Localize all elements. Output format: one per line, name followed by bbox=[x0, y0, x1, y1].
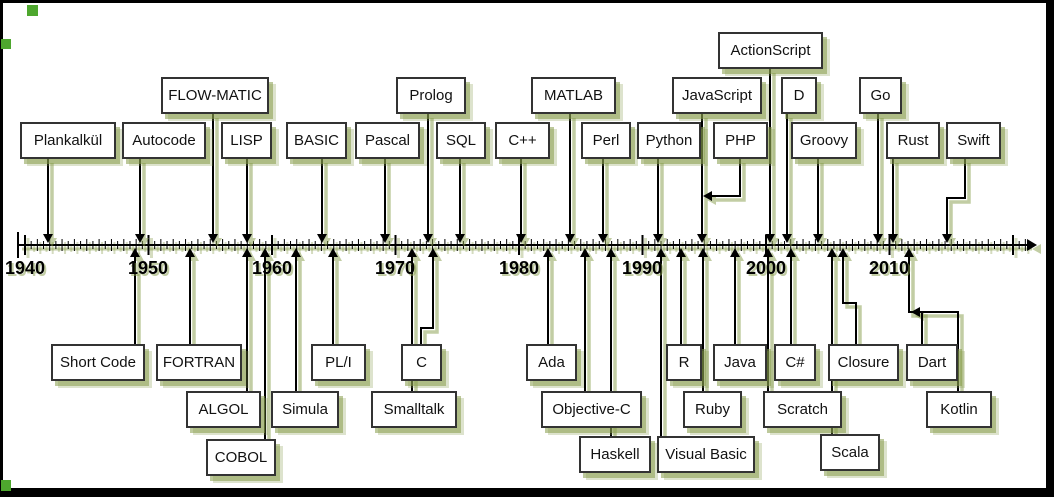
event-box-python: Python bbox=[637, 122, 701, 159]
event-box-java: Java bbox=[713, 344, 767, 381]
event-label-java: Java bbox=[724, 354, 756, 371]
event-box-haskell: Haskell bbox=[579, 436, 651, 473]
event-box-swift: Swift bbox=[946, 122, 1001, 159]
event-box-php: PHP bbox=[713, 122, 768, 159]
event-label-cpp: C++ bbox=[508, 132, 537, 149]
event-box-ada: Ada bbox=[526, 344, 577, 381]
event-label-short-code: Short Code bbox=[60, 354, 136, 371]
event-box-ruby: Ruby bbox=[683, 391, 742, 428]
decade-label-1990: 1990 bbox=[621, 258, 663, 278]
event-box-scala: Scala bbox=[820, 434, 880, 471]
frame-edge-right bbox=[1046, 0, 1054, 497]
event-label-perl: Perl bbox=[592, 132, 620, 149]
event-label-closure: Closure bbox=[837, 354, 890, 371]
decade-label-1950: 1950 bbox=[127, 258, 169, 278]
event-box-dart: Dart bbox=[906, 344, 958, 381]
event-label-swift: Swift bbox=[957, 132, 990, 149]
event-box-d: D bbox=[781, 77, 817, 114]
event-box-cpp: C++ bbox=[495, 122, 550, 159]
event-label-plankalkul: Plankalkül bbox=[33, 132, 103, 149]
event-label-go: Go bbox=[870, 87, 891, 104]
event-label-groovy: Groovy bbox=[799, 132, 849, 149]
event-label-python: Python bbox=[645, 132, 693, 149]
event-label-prolog: Prolog bbox=[409, 87, 453, 104]
event-box-objective-c: Objective-C bbox=[541, 391, 642, 428]
event-box-rust: Rust bbox=[886, 122, 940, 159]
event-label-flow-matic: FLOW-MATIC bbox=[168, 87, 262, 104]
event-label-ruby: Ruby bbox=[694, 401, 731, 418]
event-label-sql: SQL bbox=[445, 132, 476, 149]
event-label-simula: Simula bbox=[282, 401, 328, 418]
event-box-simula: Simula bbox=[271, 391, 339, 428]
event-label-visual-basic: Visual Basic bbox=[665, 446, 747, 463]
decade-label-1970: 1970 bbox=[374, 258, 416, 278]
event-box-closure: Closure bbox=[828, 344, 899, 381]
event-label-pli: PL/I bbox=[325, 354, 352, 371]
event-box-autocode: Autocode bbox=[122, 122, 206, 159]
green-square-artifact bbox=[27, 5, 38, 16]
event-box-basic: BASIC bbox=[286, 122, 347, 159]
event-label-haskell: Haskell bbox=[590, 446, 640, 463]
event-label-autocode: Autocode bbox=[132, 132, 196, 149]
event-box-kotlin: Kotlin bbox=[926, 391, 992, 428]
event-box-pascal: Pascal bbox=[355, 122, 420, 159]
event-label-csharp: C# bbox=[785, 354, 805, 371]
event-label-lisp: LISP bbox=[230, 132, 263, 149]
event-label-basic: BASIC bbox=[293, 132, 339, 149]
event-box-r: R bbox=[666, 344, 702, 381]
event-label-php: PHP bbox=[725, 132, 756, 149]
event-box-c: C bbox=[401, 344, 442, 381]
event-box-perl: Perl bbox=[581, 122, 631, 159]
event-box-visual-basic: Visual Basic bbox=[657, 436, 755, 473]
decade-label-2000: 2000 bbox=[745, 258, 787, 278]
event-label-fortran: FORTRAN bbox=[162, 354, 236, 371]
event-box-scratch: Scratch bbox=[763, 391, 842, 428]
event-box-groovy: Groovy bbox=[791, 122, 857, 159]
event-label-d: D bbox=[793, 87, 805, 104]
frame-edge-left bbox=[0, 0, 3, 497]
event-label-rust: Rust bbox=[897, 132, 929, 149]
event-box-actionscript: ActionScript bbox=[718, 32, 823, 69]
event-label-ada: Ada bbox=[538, 354, 565, 371]
event-box-csharp: C# bbox=[774, 344, 816, 381]
event-label-kotlin: Kotlin bbox=[940, 401, 978, 418]
event-box-prolog: Prolog bbox=[396, 77, 466, 114]
decade-label-2010: 2010 bbox=[868, 258, 910, 278]
decade-label-1940: 1940 bbox=[4, 258, 46, 278]
event-label-r: R bbox=[678, 354, 690, 371]
event-box-sql: SQL bbox=[436, 122, 486, 159]
frame-edge-bottom bbox=[0, 488, 1054, 497]
decade-label-1980: 1980 bbox=[498, 258, 540, 278]
event-box-cobol: COBOL bbox=[206, 439, 276, 476]
event-label-smalltalk: Smalltalk bbox=[383, 401, 445, 418]
event-label-objective-c: Objective-C bbox=[552, 401, 631, 418]
event-label-algol: ALGOL bbox=[198, 401, 249, 418]
event-box-go: Go bbox=[859, 77, 902, 114]
event-label-scratch: Scratch bbox=[777, 401, 828, 418]
frame-edge-top bbox=[0, 0, 1054, 3]
decade-label-1960: 1960 bbox=[251, 258, 293, 278]
event-box-javascript: JavaScript bbox=[672, 77, 762, 114]
event-box-matlab: MATLAB bbox=[531, 77, 616, 114]
event-label-javascript: JavaScript bbox=[681, 87, 753, 104]
event-box-smalltalk: Smalltalk bbox=[371, 391, 457, 428]
event-label-dart: Dart bbox=[917, 354, 947, 371]
event-box-fortran: FORTRAN bbox=[156, 344, 242, 381]
event-label-actionscript: ActionScript bbox=[730, 42, 811, 59]
event-box-algol: ALGOL bbox=[186, 391, 261, 428]
event-label-scala: Scala bbox=[831, 444, 869, 461]
event-box-plankalkul: Plankalkül bbox=[20, 122, 116, 159]
event-box-lisp: LISP bbox=[221, 122, 272, 159]
event-label-matlab: MATLAB bbox=[544, 87, 603, 104]
event-box-pli: PL/I bbox=[311, 344, 366, 381]
event-box-short-code: Short Code bbox=[51, 344, 145, 381]
green-square-artifact bbox=[1, 39, 11, 49]
event-label-c: C bbox=[416, 354, 427, 371]
event-label-pascal: Pascal bbox=[364, 132, 411, 149]
event-label-cobol: COBOL bbox=[214, 449, 268, 466]
green-square-artifact bbox=[1, 480, 11, 491]
event-box-flow-matic: FLOW-MATIC bbox=[161, 77, 269, 114]
